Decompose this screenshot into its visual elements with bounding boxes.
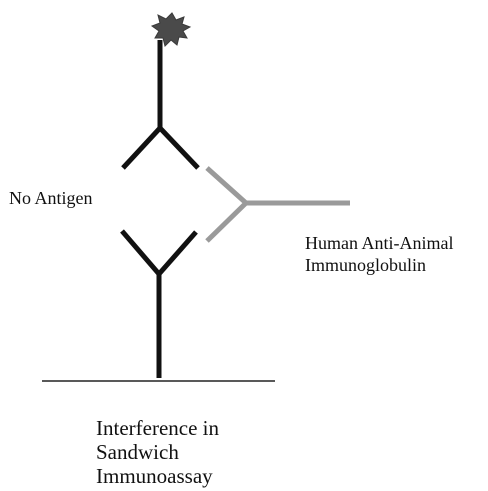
haai-upper-arm xyxy=(207,168,246,203)
diagram-caption: Interference in Sandwich Immunoassay xyxy=(96,416,219,488)
capture-antibody-left-arm xyxy=(122,231,159,274)
caption-line-1: Interference in xyxy=(96,416,219,440)
detection-antibody-right-arm xyxy=(160,128,198,168)
human-anti-animal-immunoglobulin-label: Human Anti-Animal Immunoglobulin xyxy=(305,232,453,276)
haai-label-line-2: Immunoglobulin xyxy=(305,254,453,276)
detection-antibody xyxy=(123,40,198,168)
caption-line-3: Immunoassay xyxy=(96,464,219,488)
no-antigen-label: No Antigen xyxy=(9,187,93,209)
haai-lower-arm xyxy=(207,203,246,241)
capture-antibody-right-arm xyxy=(159,232,196,274)
haai-label-line-1: Human Anti-Animal xyxy=(305,232,453,254)
detection-antibody-left-arm xyxy=(123,128,160,168)
capture-antibody xyxy=(122,231,196,378)
caption-line-2: Sandwich xyxy=(96,440,219,464)
human-anti-animal-immunoglobulin xyxy=(207,168,350,241)
